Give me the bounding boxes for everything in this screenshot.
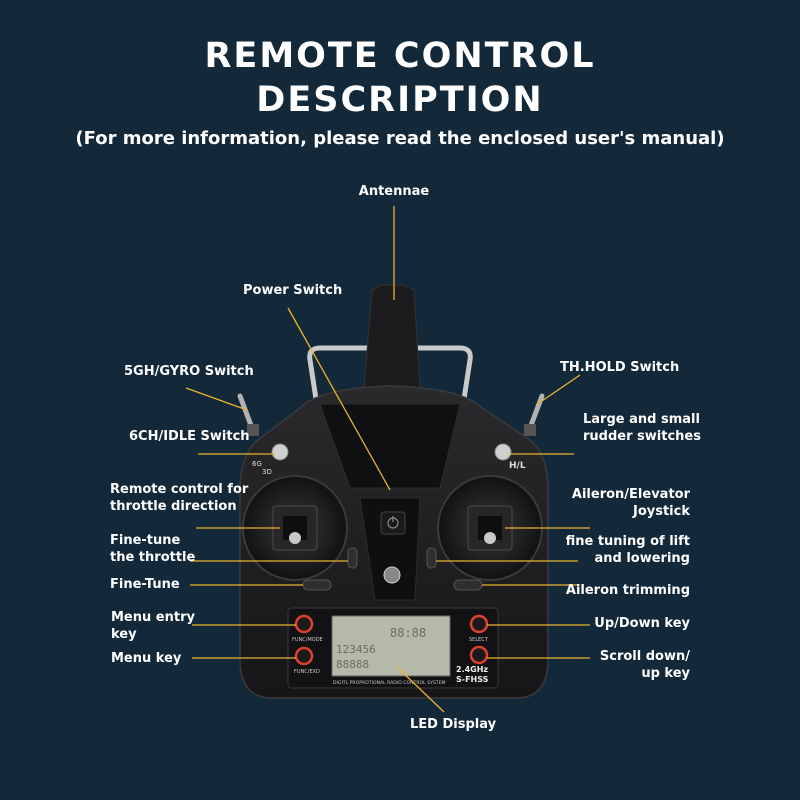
throttle-trim[interactable] (347, 547, 358, 569)
th-hold-line (535, 374, 581, 406)
label-rudder-1: Large and small (583, 412, 700, 427)
func-exd-text: FUNC/EXD (294, 669, 320, 675)
label-idle-switch: 6CH/IDLE Switch (129, 429, 250, 444)
label-led-display: LED Display (410, 717, 497, 732)
func-exd-button[interactable] (294, 646, 314, 666)
label-fine-tune-throttle-2: the throttle (110, 550, 196, 565)
select-button[interactable] (469, 614, 489, 634)
func-mode-button[interactable] (294, 614, 314, 634)
label-power-switch: Power Switch (243, 283, 343, 298)
lcd-row-3: 88888 (336, 658, 369, 671)
select-text: SELECT (469, 637, 489, 643)
label-lift-1: fine tuning of lift (565, 534, 690, 549)
label-lift-2: and lowering (594, 551, 690, 566)
elevator-trim[interactable] (426, 547, 437, 569)
switch-hl-text: H/L (509, 461, 526, 471)
rudder-switch[interactable] (494, 443, 512, 461)
rudder-trim[interactable] (302, 579, 332, 591)
freq-text: 2.4GHz (456, 665, 488, 674)
label-antennae: Antennae (358, 184, 430, 199)
label-aileron-trim: Aileron trimming (565, 583, 690, 598)
label-gyro-switch: 5GH/GYRO Switch (124, 364, 254, 379)
antenna (363, 284, 421, 389)
th-hold-toggle-switch[interactable] (524, 393, 545, 436)
lcd-row-2: 123456 (336, 643, 376, 656)
top-panel (319, 403, 461, 489)
fhss-text: S-FHSS (456, 675, 489, 684)
leader-lines (185, 206, 590, 713)
switch-6g-text: 6G (252, 460, 262, 468)
label-menu-entry-1: Menu entry (111, 610, 195, 625)
led-display-line (397, 667, 445, 713)
label-fine-tune: Fine-Tune (110, 577, 180, 592)
lcd-screen (331, 615, 451, 677)
power-switch-line (287, 307, 391, 491)
label-menu-key: Menu key (111, 651, 182, 666)
aileron-elevator-joystick[interactable] (437, 475, 543, 581)
center-knob[interactable] (383, 566, 401, 584)
label-throttle-direction-1: Remote control for (110, 482, 249, 497)
page-subtitle: (For more information, please read the e… (75, 128, 725, 149)
label-menu-entry-2: key (111, 627, 137, 642)
gyro-toggle-switch[interactable] (237, 393, 259, 436)
label-joystick-2: Joystick (632, 504, 690, 519)
label-fine-tune-throttle-1: Fine-tune (110, 533, 181, 548)
label-throttle-direction-2: throttle direction (110, 499, 237, 514)
label-rudder-2: rudder switches (583, 429, 701, 444)
lcd-row-1: 88:88 (390, 626, 426, 640)
aileron-trim[interactable] (453, 579, 483, 591)
label-scroll-1: Scroll down/ (599, 649, 690, 664)
system-text: DIGITL PROPROTIONAL RADIO CONTROL SYSTEM (333, 680, 446, 686)
scroll-button[interactable] (469, 645, 489, 665)
label-th-hold: TH.HOLD Switch (560, 360, 680, 375)
gyro-switch-line (185, 387, 248, 411)
page-title-line-1: REMOTE CONTROL (204, 36, 596, 76)
func-mode-text: FUNC/MODE (292, 637, 323, 643)
label-scroll-2: up key (641, 666, 690, 681)
power-button[interactable] (380, 511, 406, 535)
switch-3d-text: 3D (262, 468, 272, 476)
label-up-down: Up/Down key (594, 616, 690, 631)
label-joystick-1: Aileron/Elevator (571, 487, 690, 502)
idle-switch[interactable] (271, 443, 289, 461)
page-title-line-2: DESCRIPTION (256, 80, 544, 120)
